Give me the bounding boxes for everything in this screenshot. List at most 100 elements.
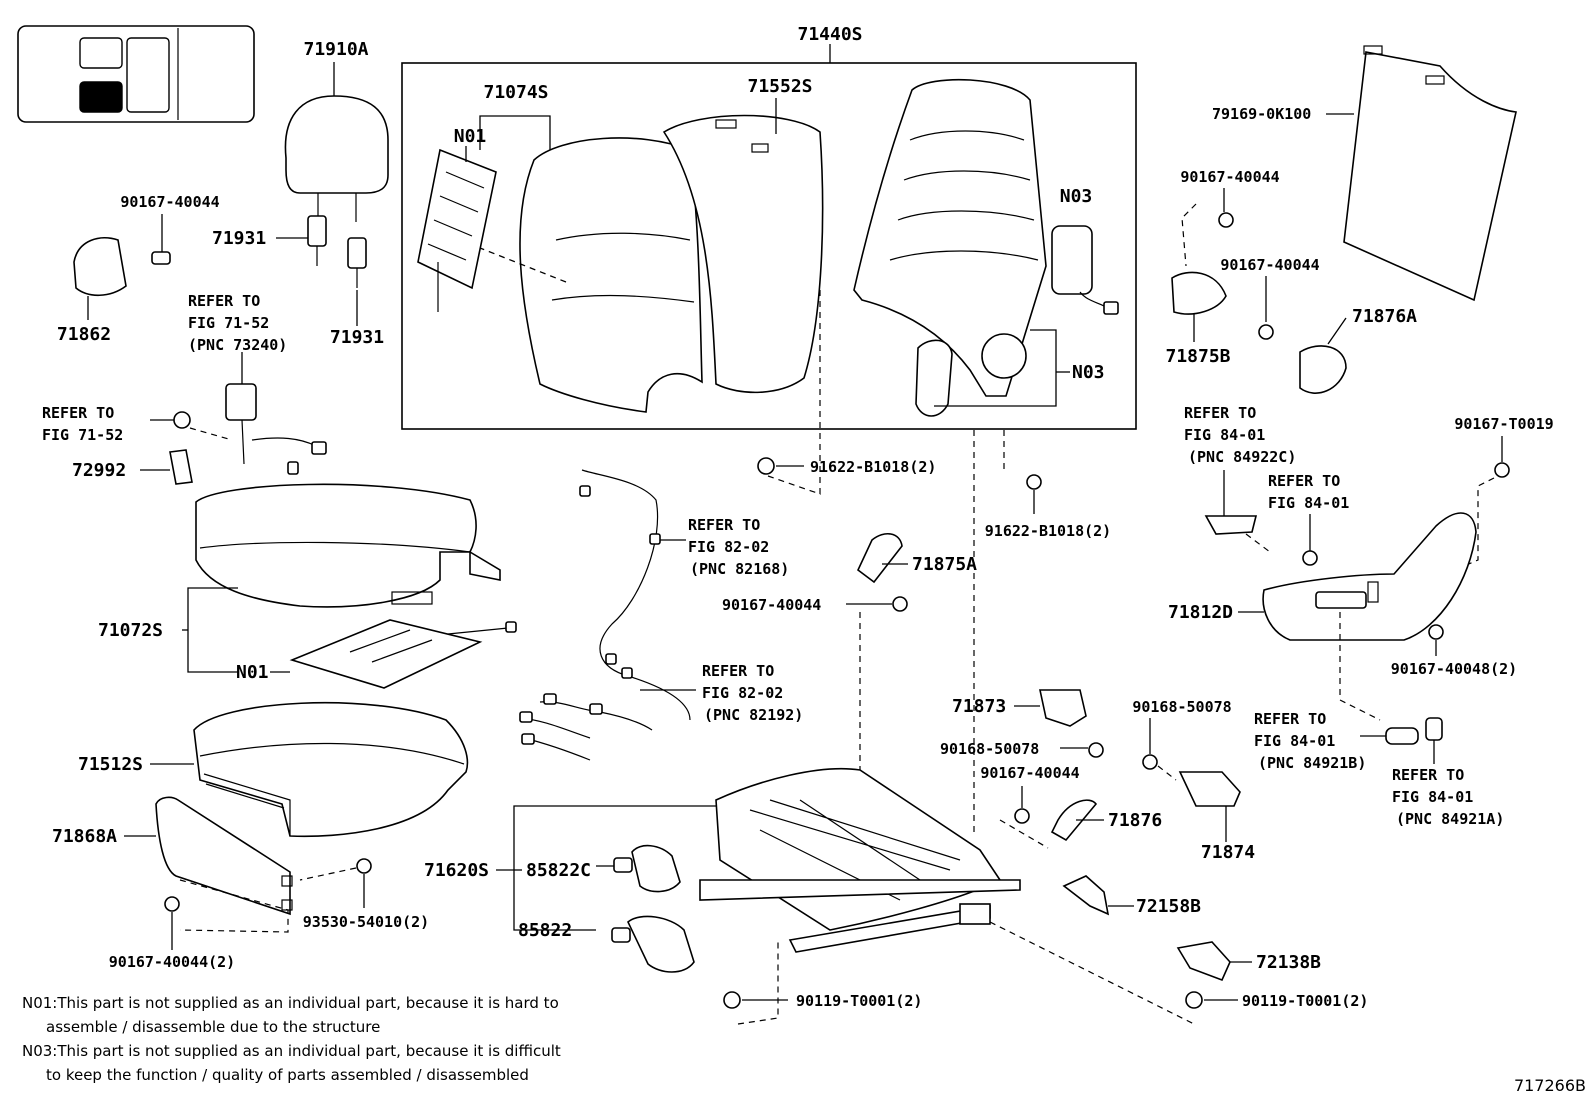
svg-text:FIG 71-52: FIG 71-52	[188, 314, 269, 332]
svg-text:(PNC 82168): (PNC 82168)	[690, 560, 789, 578]
label-91622-B1018-left: 91622-B1018(2)	[810, 458, 936, 476]
headrest-drawing	[284, 95, 389, 222]
label-71812D: 71812D	[1168, 602, 1233, 623]
label-90168-50078-a: 90168-50078	[1132, 698, 1231, 716]
track-cover-rear-drawing	[1176, 941, 1231, 982]
switch-knob-b-drawing	[1385, 727, 1419, 745]
label-71876: 71876	[1108, 810, 1162, 831]
label-91622-B1018-right: 91622-B1018(2)	[985, 522, 1111, 540]
wire-harness-drawing	[519, 469, 691, 761]
label-85822: 85822	[518, 920, 572, 941]
lumbar-unit-drawing	[1051, 225, 1119, 315]
bolt-icon	[1185, 991, 1203, 1009]
bolt-icon	[892, 596, 908, 612]
svg-text:FIG 71-52: FIG 71-52	[42, 426, 123, 444]
note-n01-line1: N01:This part is not supplied as an indi…	[22, 994, 559, 1012]
label-93530-54010: 93530-54010(2)	[303, 913, 429, 931]
seatback-pad-drawing	[662, 114, 824, 394]
label-90167-40044-d: 90167-40044	[722, 596, 821, 614]
label-90167-40048: 90167-40048(2)	[1391, 660, 1517, 678]
inner-track-cover-drawing	[857, 533, 903, 584]
label-N01-back: N01	[454, 126, 487, 147]
svg-text:REFER TO: REFER TO	[1184, 404, 1256, 422]
svg-text:(PNC 84922C): (PNC 84922C)	[1188, 448, 1296, 466]
label-N01-cushion: N01	[236, 662, 269, 683]
seatback-frame-drawing	[853, 78, 1047, 417]
bolt-icon	[1218, 212, 1234, 228]
belt-cover-drawing	[169, 449, 193, 485]
side-shield-drawing	[155, 796, 293, 916]
label-71074S: 71074S	[483, 82, 548, 103]
svg-text:REFER TO: REFER TO	[1392, 766, 1464, 784]
seatback-cover-drawing	[519, 137, 703, 413]
label-71910A: 71910A	[303, 39, 368, 60]
label-71072S: 71072S	[98, 620, 163, 641]
svg-text:FIG 82-02: FIG 82-02	[688, 538, 769, 556]
svg-text:FIG 82-02: FIG 82-02	[702, 684, 783, 702]
svg-text:FIG 84-01: FIG 84-01	[1254, 732, 1335, 750]
label-71875B: 71875B	[1165, 346, 1230, 367]
svg-text:(PNC 73240): (PNC 73240)	[188, 336, 287, 354]
label-90167-40044-2: 90167-40044(2)	[109, 953, 235, 971]
ref-wire-a: REFER TO FIG 82-02 (PNC 82168)	[688, 516, 789, 578]
label-90167-40044-b: 90167-40044	[1180, 168, 1279, 186]
label-90119-T0001-left: 90119-T0001(2)	[796, 992, 922, 1010]
bolt-icon	[1142, 754, 1158, 770]
label-71868A: 71868A	[52, 826, 117, 847]
outer-shield-drawing	[1262, 512, 1477, 641]
seat-adjuster-drawing	[699, 767, 1021, 953]
label-90167-T0019: 90167-T0019	[1454, 415, 1553, 433]
svg-text:REFER TO: REFER TO	[188, 292, 260, 310]
inner-recliner-cover-drawing	[1171, 271, 1227, 315]
note-n01-line2: assemble / disassemble due to the struct…	[46, 1018, 381, 1036]
bolt-icon	[1428, 624, 1444, 640]
nut-icon	[173, 411, 191, 429]
lifter-motor-drawing	[611, 915, 695, 973]
label-79169-0K100: 79169-0K100	[1212, 105, 1311, 123]
label-90167-40044-c: 90167-40044	[1220, 256, 1319, 274]
belt-buckle-drawing	[225, 383, 327, 475]
switch-knob-a-drawing	[1425, 717, 1443, 741]
svg-text:(PNC 84921B): (PNC 84921B)	[1258, 754, 1366, 772]
label-71862: 71862	[57, 324, 111, 345]
svg-text:FIG 84-01: FIG 84-01	[1268, 494, 1349, 512]
switch-bracket-drawing	[1039, 689, 1087, 727]
switch-knob-drawing	[1204, 515, 1258, 535]
back-board-drawing	[1343, 45, 1517, 302]
cushion-cover-drawing	[195, 483, 501, 608]
bolt-icon	[723, 991, 741, 1009]
label-71440S: 71440S	[797, 24, 862, 45]
cushion-pad-drawing	[193, 701, 469, 838]
ref-belt: REFER TO FIG 71-52 (PNC 73240)	[188, 292, 287, 354]
label-71620S: 71620S	[424, 860, 489, 881]
bolt-icon	[1026, 474, 1042, 490]
ref-switch-plain: REFER TO FIG 84-01	[1268, 472, 1349, 512]
ref-belt-small: REFER TO FIG 71-52	[42, 404, 123, 444]
label-72138B: 72138B	[1256, 952, 1321, 973]
catalog-number: 717266B	[1513, 1076, 1586, 1095]
label-N03-top: N03	[1060, 186, 1093, 207]
label-71873: 71873	[952, 696, 1006, 717]
slide-motor-drawing	[613, 844, 681, 893]
svg-text:FIG 84-01: FIG 84-01	[1392, 788, 1473, 806]
clip-icon	[356, 858, 372, 874]
cushion-mat-drawing	[289, 619, 517, 689]
bolt-icon	[757, 457, 775, 475]
bolt-icon	[1088, 742, 1104, 758]
ref-switch-a: REFER TO FIG 84-01 (PNC 84921A)	[1392, 766, 1504, 828]
seat-position-locator	[17, 25, 255, 123]
outer-recliner-cover-drawing	[1299, 345, 1347, 394]
svg-text:REFER TO: REFER TO	[42, 404, 114, 422]
svg-text:REFER TO: REFER TO	[1254, 710, 1326, 728]
svg-text:REFER TO: REFER TO	[702, 662, 774, 680]
svg-text:(PNC 84921A): (PNC 84921A)	[1396, 810, 1504, 828]
note-n03-line1: N03:This part is not supplied as an indi…	[22, 1042, 561, 1060]
headrest-support-drawing	[307, 215, 367, 288]
ref-wire-b: REFER TO FIG 82-02 (PNC 82192)	[702, 662, 803, 724]
note-n03-line2: to keep the function / quality of parts …	[46, 1066, 529, 1084]
bolt-icon	[1302, 550, 1318, 566]
bolt-icon	[1258, 324, 1274, 340]
svg-text:REFER TO: REFER TO	[1268, 472, 1340, 490]
svg-text:(PNC 82192): (PNC 82192)	[704, 706, 803, 724]
